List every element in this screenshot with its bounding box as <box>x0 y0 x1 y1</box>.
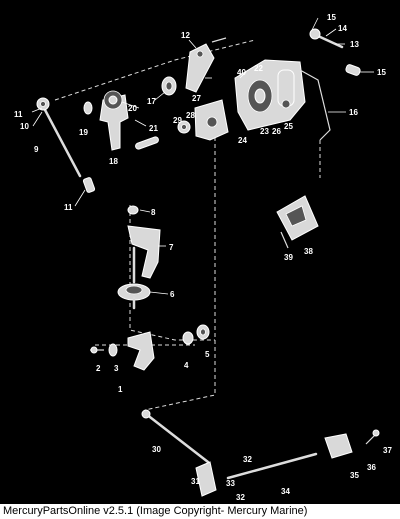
callout-37: 37 <box>383 446 392 455</box>
callout-labels: 1 2 3 4 5 6 7 8 9 10 11 11 12 13 14 15 1… <box>14 13 392 502</box>
arm-31 <box>195 461 217 497</box>
link-13-14 <box>309 28 344 49</box>
rod-30 <box>141 409 210 464</box>
callout-22: 22 <box>254 64 263 73</box>
callout-19: 19 <box>79 128 88 137</box>
callout-7: 7 <box>169 243 174 252</box>
callout-17: 17 <box>147 97 156 106</box>
callout-34: 34 <box>281 487 290 496</box>
washer-17 <box>161 76 177 96</box>
screw-2 <box>90 346 104 354</box>
washer-3 <box>108 343 118 357</box>
callout-2: 2 <box>96 364 101 373</box>
callout-24: 24 <box>238 136 247 145</box>
washer-19 <box>83 101 93 115</box>
link-rod-left <box>36 97 82 178</box>
callout-27: 27 <box>192 94 201 103</box>
lever-12 <box>185 37 227 93</box>
callout-32-upper: 32 <box>243 455 252 464</box>
callout-25: 25 <box>284 122 293 131</box>
callout-3: 3 <box>114 364 119 373</box>
bracket-16 <box>299 69 331 141</box>
plunger-6 <box>117 246 151 310</box>
callout-5: 5 <box>205 350 210 359</box>
callout-36: 36 <box>367 463 376 472</box>
callout-10: 10 <box>20 122 29 131</box>
fitting-11-lower <box>82 177 96 193</box>
bracket-18 <box>99 90 129 151</box>
callout-1: 1 <box>118 385 123 394</box>
callout-32-lower: 32 <box>236 493 245 502</box>
washer-29 <box>177 120 191 134</box>
callout-26: 26 <box>272 127 281 136</box>
callout-23: 23 <box>260 127 269 136</box>
callout-4: 4 <box>184 361 189 370</box>
callout-14: 14 <box>338 24 347 33</box>
callout-31: 31 <box>191 477 200 486</box>
copyright-footer: MercuryPartsOnline v2.5.1 (Image Copyrig… <box>0 504 400 519</box>
washer-4 <box>182 331 194 345</box>
callout-30: 30 <box>152 445 161 454</box>
callout-leaders <box>31 17 374 295</box>
nut-5 <box>196 324 210 340</box>
callout-16: 16 <box>349 108 358 117</box>
callout-11-upper: 11 <box>14 110 23 119</box>
callout-8: 8 <box>151 208 156 217</box>
housing-22 <box>234 59 306 131</box>
bracket-7 <box>127 225 161 279</box>
callout-40: 40 <box>237 68 246 77</box>
cam-27 <box>194 99 229 141</box>
callout-33: 33 <box>226 479 235 488</box>
callout-9: 9 <box>34 145 39 154</box>
callout-28: 28 <box>186 111 195 120</box>
callout-6: 6 <box>170 290 175 299</box>
callout-15-top: 15 <box>327 13 336 22</box>
callout-21: 21 <box>149 124 158 133</box>
callout-20: 20 <box>128 104 137 113</box>
plate-38 <box>276 195 319 241</box>
callout-39: 39 <box>284 253 293 262</box>
exploded-parts-diagram: 1 2 3 4 5 6 7 8 9 10 11 11 12 13 14 15 1… <box>14 13 392 502</box>
callout-13: 13 <box>350 40 359 49</box>
callout-38: 38 <box>304 247 313 256</box>
fitting-15-right <box>345 64 361 76</box>
callout-18: 18 <box>109 157 118 166</box>
block-35 <box>324 433 353 459</box>
callout-12: 12 <box>181 31 190 40</box>
callout-11-lower: 11 <box>64 203 73 212</box>
callout-35: 35 <box>350 471 359 480</box>
rod-34 <box>226 452 318 480</box>
callout-29: 29 <box>173 116 182 125</box>
screw-39 <box>280 231 289 249</box>
screw-37 <box>365 429 380 445</box>
callout-15-right: 15 <box>377 68 386 77</box>
spacer-21 <box>135 136 159 150</box>
lever-1 <box>127 331 155 371</box>
nut-8 <box>127 205 139 215</box>
